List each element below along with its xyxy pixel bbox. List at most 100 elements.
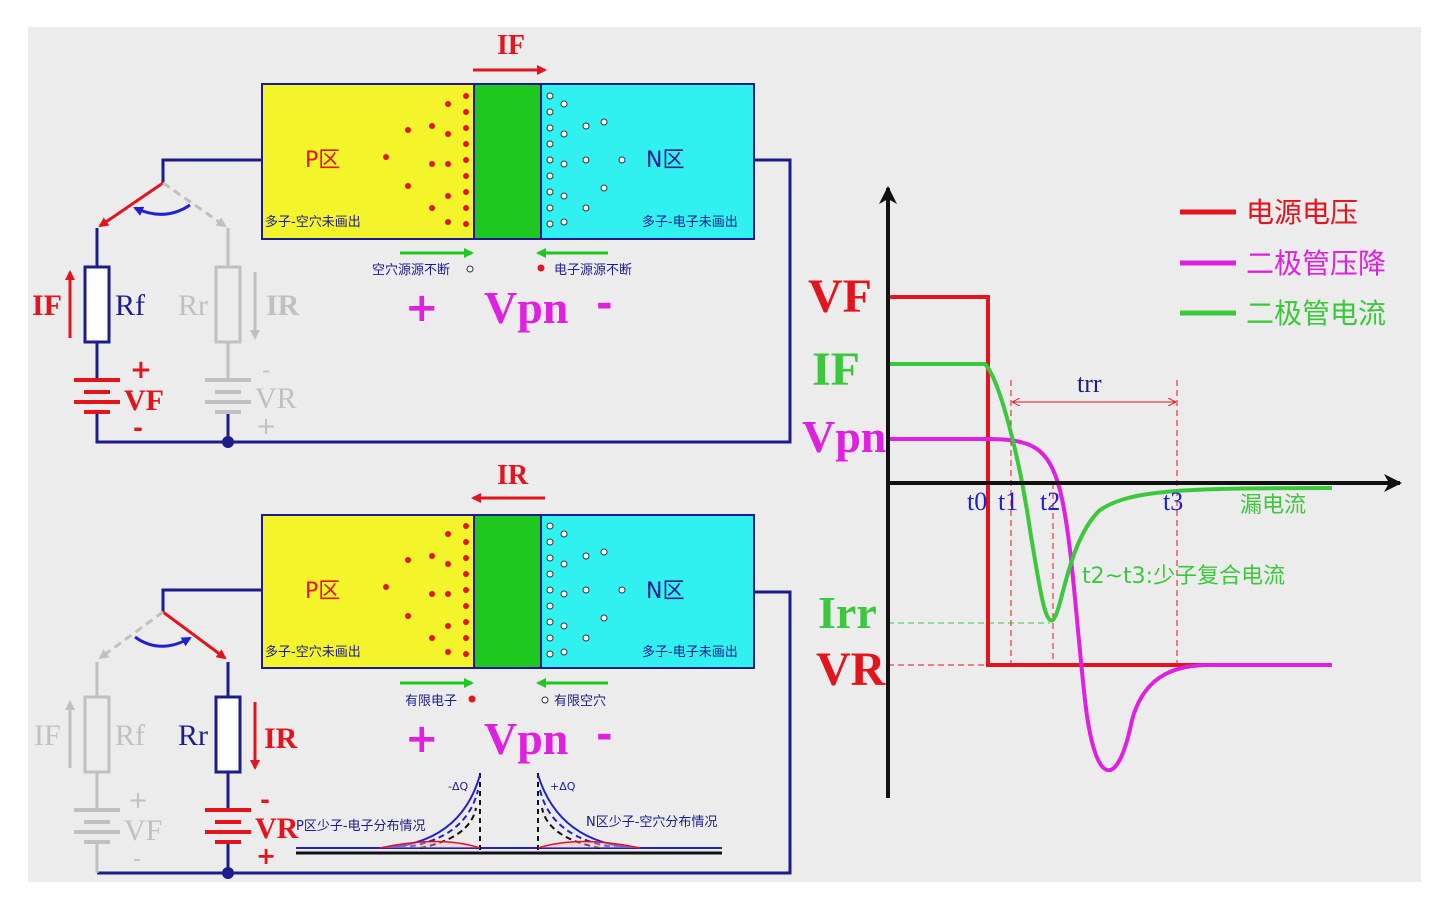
bottom-circuit-wires	[97, 588, 792, 875]
top-switch-inactive	[162, 181, 227, 228]
hole-dot	[560, 130, 568, 138]
top-depletion-region	[473, 83, 542, 240]
top-electron-symbol	[537, 264, 545, 272]
hole-dot	[546, 92, 554, 100]
electron-dot	[463, 571, 469, 577]
t0-label: t0	[967, 487, 987, 516]
diode-current-curve	[888, 362, 1333, 623]
top-carrier-dots	[383, 92, 626, 228]
bottom-hole-symbol	[541, 696, 549, 704]
electron-dot	[445, 161, 451, 167]
hole-dot	[546, 220, 554, 228]
hole-dot	[546, 140, 554, 148]
top-vr-label: VR	[255, 382, 297, 415]
top-rf-label: Rf	[115, 289, 145, 322]
vf-level-label: VF	[808, 270, 872, 323]
bottom-rf-resistor	[83, 695, 111, 774]
electron-dot	[445, 591, 451, 597]
legend-label-diode-voltage: 二极管压降	[1246, 247, 1386, 280]
top-p-region-label: P区	[305, 148, 340, 173]
hole-dot	[560, 100, 568, 108]
hole-dot	[582, 586, 590, 594]
top-electron-source-label: 电子源源不断	[554, 263, 632, 278]
bottom-switch-active	[162, 610, 227, 660]
hole-dot	[560, 560, 568, 568]
bottom-vr-label: VR	[255, 812, 299, 845]
bottom-p-region	[261, 514, 475, 669]
electron-dot	[463, 587, 469, 593]
electron-dot	[463, 539, 469, 545]
top-rr-label: Rr	[178, 289, 208, 322]
top-rr-resistor	[214, 265, 242, 344]
electron-dot	[463, 157, 469, 163]
top-n-region	[540, 83, 755, 240]
electron-dot	[445, 219, 451, 225]
electron-dot	[463, 205, 469, 211]
bottom-limited-holes-label: 有限空穴	[554, 694, 606, 709]
bottom-vf-label: VF	[124, 814, 162, 847]
hole-dot	[546, 602, 554, 610]
top-right-ir-label: IR	[266, 289, 300, 322]
hole-dot	[546, 204, 554, 212]
electron-dot	[405, 127, 411, 133]
top-hole-symbol	[466, 265, 474, 273]
bottom-electron-symbol	[468, 695, 476, 703]
bottom-left-if-label: IF	[34, 719, 61, 752]
bottom-carrier-dots	[383, 522, 626, 658]
top-vf-battery	[74, 378, 120, 414]
hole-dot	[546, 108, 554, 116]
bottom-vf-minus: -	[133, 847, 141, 872]
leakage-current-label: 漏电流	[1240, 493, 1306, 518]
electron-dot	[445, 561, 451, 567]
top-switch-active	[98, 181, 164, 228]
if-level-label: IF	[812, 343, 860, 396]
electron-dot	[445, 193, 451, 199]
hole-dot	[600, 184, 608, 192]
bottom-vpn-label: Vpn	[484, 713, 568, 764]
top-p-region	[261, 83, 475, 240]
bottom-ir-label: IR	[497, 460, 529, 491]
top-vr-minus: -	[262, 356, 271, 384]
n-side-hole-curve	[537, 774, 722, 849]
bottom-vf-plus: +	[128, 786, 148, 814]
top-rf-resistor	[83, 265, 111, 344]
hole-dot	[560, 648, 568, 656]
top-vf-label: VF	[124, 384, 164, 417]
electron-dot	[463, 221, 469, 227]
electron-dot	[463, 141, 469, 147]
hole-dot	[600, 548, 608, 556]
hole-dot	[546, 538, 554, 546]
bottom-switch-swing-arrow	[134, 635, 192, 648]
top-vf-minus: -	[133, 414, 143, 442]
bottom-p-region-label: P区	[305, 579, 340, 604]
electron-dot	[405, 557, 411, 563]
top-hole-source-label: 空穴源源不断	[372, 263, 450, 278]
legend: 电源电压 二极管压降 二极管电流	[1180, 196, 1386, 330]
delta-q-negative: -ΔQ	[448, 780, 468, 793]
hole-dot	[618, 586, 626, 594]
minority-carrier-distribution: -ΔQ +ΔQ P区少子-电子分布情况 N区少子-空穴分布情况	[296, 773, 722, 855]
legend-label-supply: 电源电压	[1246, 196, 1358, 229]
bottom-vr-minus: -	[260, 786, 270, 814]
electron-dot	[429, 205, 435, 211]
electron-dot	[405, 613, 411, 619]
electron-dot	[463, 651, 469, 657]
top-vr-battery	[205, 378, 251, 414]
electron-dot	[429, 161, 435, 167]
vr-level-label: VR	[816, 643, 887, 696]
electron-dot	[463, 109, 469, 115]
hole-dot	[546, 634, 554, 642]
bottom-rr-label: Rr	[178, 719, 208, 752]
hole-dot	[546, 156, 554, 164]
electron-dot	[463, 523, 469, 529]
bottom-vr-plus: +	[256, 842, 276, 870]
electron-dot	[463, 189, 469, 195]
top-vpn-minus: -	[596, 281, 613, 327]
electron-dot	[445, 623, 451, 629]
reference-lines	[888, 380, 1178, 666]
electron-dot	[383, 584, 389, 590]
electron-dot	[429, 591, 435, 597]
hole-dot	[618, 156, 626, 164]
hole-dot	[560, 622, 568, 630]
bottom-circuit: IF Rf + VF - Rr IR - VR + P区 N区 多子	[34, 460, 792, 879]
